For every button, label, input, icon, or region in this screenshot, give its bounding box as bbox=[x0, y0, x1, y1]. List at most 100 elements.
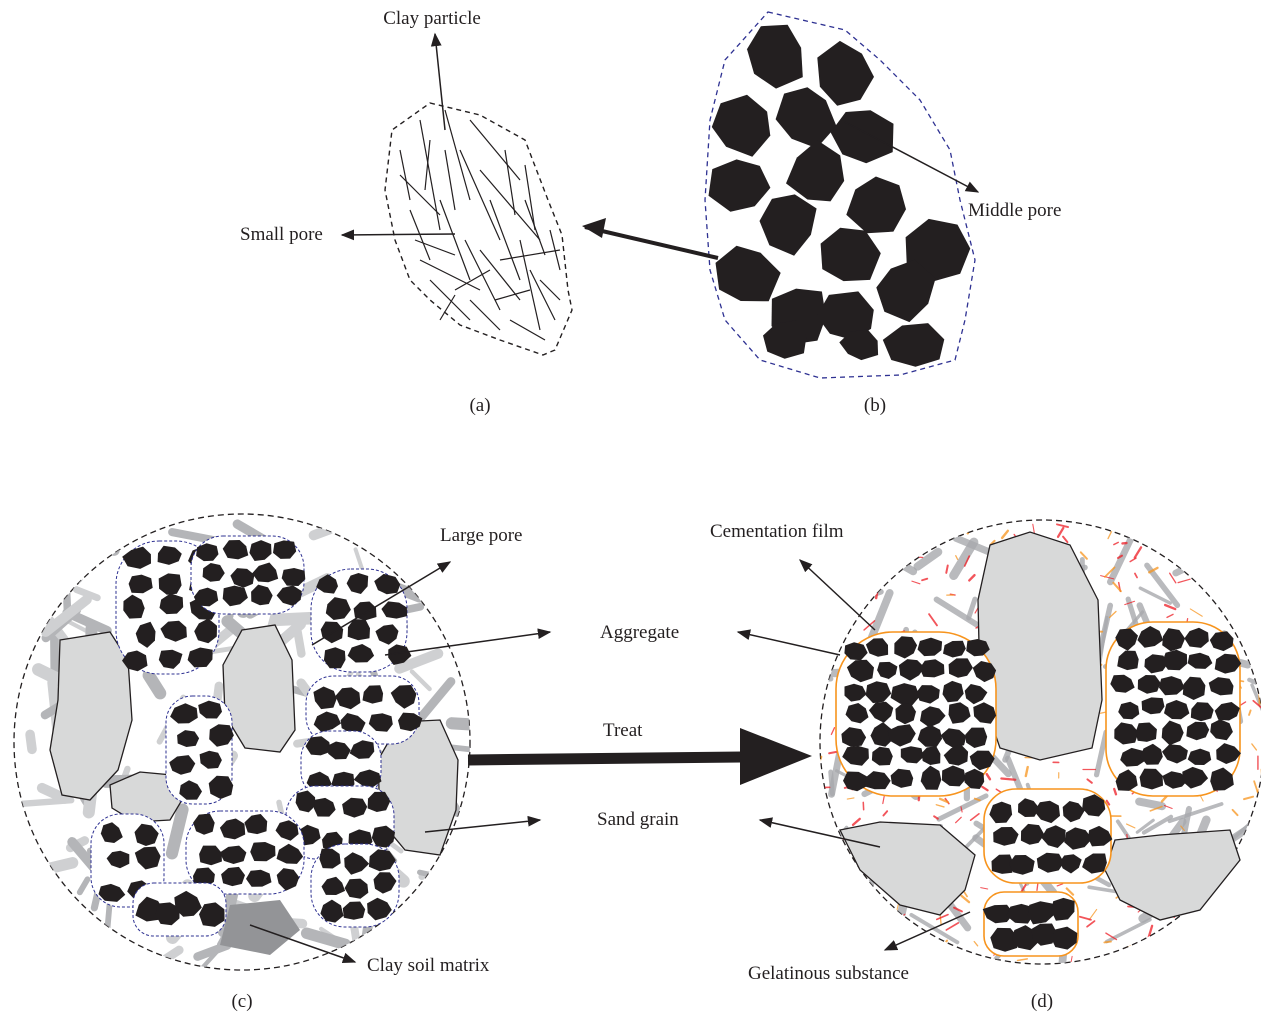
gel-strand bbox=[1198, 542, 1210, 548]
sand-grain-label: Sand grain bbox=[597, 809, 679, 830]
gel-strand bbox=[850, 908, 857, 913]
clay-particle bbox=[465, 240, 500, 310]
gel-strand bbox=[856, 563, 861, 572]
gel-strand bbox=[1234, 570, 1247, 571]
gelatinous-substance-label: Gelatinous substance bbox=[748, 963, 909, 984]
gel-strand bbox=[885, 544, 890, 556]
clay-soil-matrix-label: Clay soil matrix bbox=[367, 955, 490, 976]
small-pore-label: Small pore bbox=[240, 224, 323, 245]
gel-strand bbox=[842, 573, 843, 581]
clay-particle bbox=[420, 120, 440, 230]
gel-strand bbox=[1187, 531, 1193, 543]
gel-strand bbox=[891, 956, 898, 957]
particle bbox=[763, 320, 807, 359]
cementation-film-arrow bbox=[800, 560, 875, 630]
caption-a: (a) bbox=[469, 395, 490, 416]
treat-label: Treat bbox=[603, 720, 643, 741]
clay-streak bbox=[276, 618, 310, 620]
gel-strand bbox=[1217, 912, 1229, 915]
clay-streak bbox=[781, 679, 830, 681]
clay-particle-lines bbox=[400, 110, 560, 340]
clay-streak bbox=[449, 598, 463, 604]
clay-particle bbox=[470, 120, 520, 180]
gel-strand bbox=[856, 575, 857, 586]
gel-strand bbox=[1227, 897, 1234, 901]
clay-particle bbox=[440, 295, 455, 320]
gel-strand bbox=[976, 520, 978, 527]
particle bbox=[776, 87, 837, 148]
gel-strand bbox=[816, 593, 822, 598]
gel-strand bbox=[953, 525, 963, 530]
gel-strand bbox=[1207, 561, 1216, 568]
gel-strand bbox=[1245, 585, 1246, 595]
clay-particle-arrow bbox=[435, 34, 445, 130]
clay-streak bbox=[1240, 949, 1261, 988]
gel-strand bbox=[1219, 542, 1223, 545]
clay-streak bbox=[65, 916, 82, 947]
particle bbox=[709, 159, 771, 211]
gel-strand bbox=[1256, 825, 1258, 831]
gel-strand bbox=[842, 912, 843, 923]
gel-strand bbox=[817, 675, 822, 684]
particle bbox=[846, 177, 906, 234]
gel-strand bbox=[1238, 906, 1247, 910]
gel-strand bbox=[1165, 961, 1168, 967]
clay-streak bbox=[1139, 802, 1162, 807]
particle bbox=[747, 25, 803, 89]
clay-streak bbox=[53, 526, 88, 562]
clay-particle bbox=[445, 150, 455, 210]
gel-strand bbox=[835, 585, 836, 592]
caption-b: (b) bbox=[864, 395, 886, 416]
large-pore-label: Large pore bbox=[440, 525, 522, 546]
clay-particle bbox=[415, 240, 455, 255]
gel-strand bbox=[823, 871, 824, 884]
particle bbox=[883, 323, 945, 367]
gel-strand bbox=[1216, 579, 1225, 582]
gel-strand bbox=[1200, 959, 1204, 962]
panel-c-untreated-soil bbox=[14, 514, 501, 986]
gel-strand bbox=[1173, 548, 1176, 560]
gel-strand bbox=[1239, 602, 1240, 608]
gel-strand bbox=[835, 610, 836, 623]
treat-arrowhead bbox=[740, 728, 812, 785]
clay-streak bbox=[1195, 546, 1244, 547]
gel-strand bbox=[833, 547, 839, 559]
particle bbox=[817, 41, 874, 106]
gel-strand bbox=[1160, 526, 1164, 534]
clay-particle bbox=[400, 150, 410, 200]
clay-streak bbox=[446, 913, 463, 928]
gel-strand bbox=[891, 922, 897, 924]
clay-cluster-outline bbox=[385, 103, 572, 355]
clay-streak bbox=[1176, 548, 1227, 573]
particle bbox=[821, 228, 881, 281]
gel-strand bbox=[837, 554, 840, 565]
clay-streak bbox=[37, 866, 47, 908]
clay-streak bbox=[824, 815, 829, 851]
clay-streak bbox=[856, 525, 892, 549]
clay-particle bbox=[420, 260, 480, 290]
clay-particle bbox=[445, 110, 470, 200]
b-to-a-arrow bbox=[585, 227, 718, 258]
gel-strand bbox=[822, 603, 831, 606]
clay-particle bbox=[460, 150, 500, 240]
clay-streak bbox=[66, 550, 89, 565]
clay-streak bbox=[1198, 524, 1211, 544]
gel-strand bbox=[1235, 903, 1240, 912]
clay-streak bbox=[425, 941, 468, 954]
gel-strand bbox=[862, 565, 864, 570]
gel-strand bbox=[1220, 906, 1232, 908]
clay-streak bbox=[30, 925, 74, 944]
middle-pore-label: Middle pore bbox=[968, 200, 1061, 221]
gel-strand bbox=[1104, 942, 1111, 943]
aggregate-label: Aggregate bbox=[600, 622, 679, 643]
gel-strand bbox=[828, 635, 831, 638]
clay-streak bbox=[885, 904, 886, 931]
clay-streak bbox=[30, 734, 32, 749]
gel-strand bbox=[834, 881, 843, 885]
clay-streak bbox=[844, 559, 889, 577]
clay-streak bbox=[298, 632, 302, 654]
gel-strand bbox=[1233, 890, 1234, 895]
gel-strand bbox=[940, 941, 948, 951]
clay-particle-label: Clay particle bbox=[383, 8, 481, 29]
